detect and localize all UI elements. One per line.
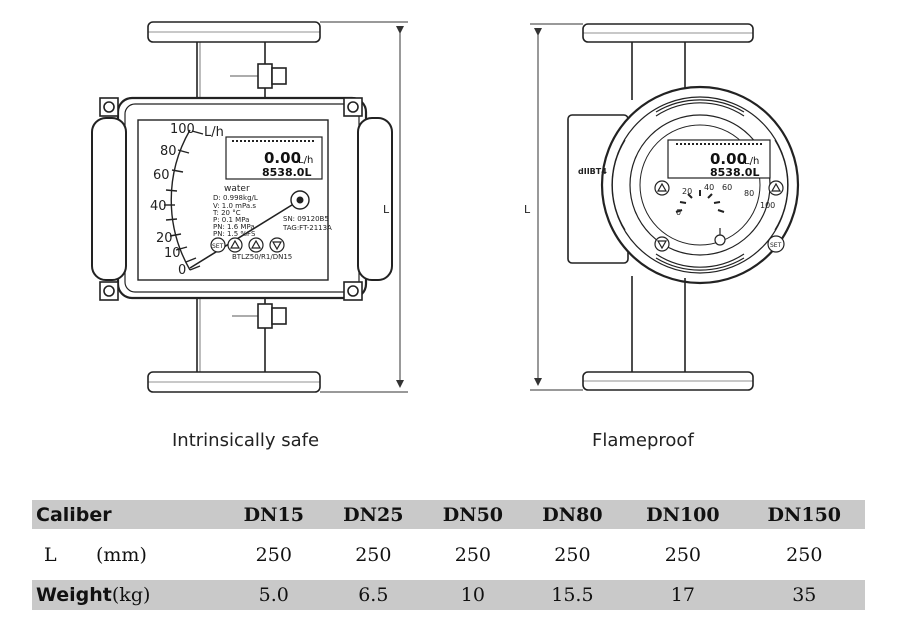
column-header: DN15 [243, 503, 304, 526]
left-pointer [189, 190, 310, 269]
left-tick-label: 60 [153, 168, 170, 183]
right-lcd-value: 0.00 [710, 150, 747, 168]
left-tick-label: 100 [170, 122, 195, 137]
left-tick-label: 80 [160, 144, 177, 159]
right-side-label: dIIBT4 [578, 167, 607, 176]
left-spec-line: PN: 1.5 %FS [213, 230, 256, 238]
right-tick-label: 0 [676, 208, 681, 217]
right-set-label: SET [770, 242, 782, 249]
table-cell: 250 [454, 543, 491, 566]
column-header: DN80 [542, 503, 603, 526]
left-lcd-total: 8538.0L [262, 166, 311, 179]
length-unit: (mm) [96, 543, 147, 566]
right-tick-label: 80 [744, 189, 754, 198]
right-tick-label: 20 [682, 187, 692, 196]
table-cell: 15.5 [551, 584, 594, 606]
left-tick-label: 40 [150, 199, 167, 214]
left-medium: water [224, 184, 250, 194]
left-dimension-label: L [383, 203, 390, 216]
left-lcd-value: 0.00 [264, 149, 301, 167]
table-cell: 250 [664, 543, 701, 566]
left-tag: TAG:FT-2113A [282, 224, 332, 232]
left-buttons: SET [210, 237, 285, 253]
column-header: DN50 [442, 503, 504, 526]
table-cell: 10 [460, 584, 485, 606]
left-model: BTLZ50/R1/DN15 [232, 253, 292, 261]
left-lcd-unit: L/h [298, 155, 313, 166]
table-header-row: Caliber DN15 DN25 DN50 DN80 DN100 DN150 [32, 500, 865, 529]
table-cell: 5.0 [258, 584, 289, 606]
technical-drawings: 100 80 60 40 20 10 0 L/h 0.00 L/h 8538.0… [91, 21, 800, 393]
right-tick-label: 100 [760, 201, 775, 210]
right-buttons: SET [654, 180, 785, 253]
header-label-cell: Caliber [32, 500, 224, 529]
right-dimension-label: L [524, 203, 531, 216]
column-header: DN100 [646, 503, 720, 526]
left-spec-text: water D: 0.998kg/L V: 1.0 mPa.s T: 20 °C… [212, 184, 332, 261]
caliber-label: Caliber [36, 503, 112, 526]
caption-flameproof: Flameproof [592, 430, 694, 451]
left-scale-unit: L/h [204, 125, 224, 140]
weight-unit: (kg) [111, 584, 151, 606]
right-meter-drawing [567, 23, 800, 391]
left-scale-ticks [164, 130, 204, 271]
caption-intrinsically-safe: Intrinsically safe [172, 430, 320, 451]
table-cell: 250 [355, 543, 392, 566]
left-scale-labels: 100 80 60 40 20 10 0 L/h [150, 122, 224, 278]
left-lcd-display: 0.00 L/h 8538.0L [225, 136, 323, 180]
table-cell: 250 [786, 543, 823, 566]
table-cell: 250 [255, 543, 292, 566]
column-header: DN150 [767, 503, 842, 526]
left-spec-line: T: 20 °C [212, 209, 241, 217]
column-header: DN25 [343, 503, 404, 526]
right-lcd-display: 0.00 L/h 8538.0L [667, 139, 771, 179]
right-lcd-unit: L/h [744, 156, 759, 167]
table-cell: 17 [670, 584, 695, 606]
table-row-length: L (mm) 250 250 250 250 250 250 [32, 529, 865, 580]
left-serial: SN: 09120B5 [283, 215, 329, 223]
left-spec-line: PN: 1.6 MPa [213, 223, 255, 231]
right-tick-label: 40 [704, 183, 714, 192]
left-set-label: SET [212, 243, 224, 250]
right-tick-label: 60 [722, 183, 732, 192]
table-cell: 6.5 [358, 584, 389, 606]
left-dimension [320, 21, 408, 393]
length-label: L [44, 543, 57, 566]
left-spec-line: P: 0.1 MPa [213, 216, 249, 224]
length-label-cell: L (mm) [32, 529, 224, 580]
right-lcd-total: 8538.0L [710, 166, 759, 179]
table-row-weight: Weight(kg) 5.0 6.5 10 15.5 17 35 [32, 580, 865, 610]
weight-label: Weight [36, 584, 112, 606]
right-dimension [530, 23, 583, 391]
right-scale-labels: 0 20 40 60 80 100 [676, 183, 775, 217]
table-cell: 35 [792, 584, 817, 606]
right-ring-segments [611, 99, 789, 271]
left-tick-label: 10 [164, 246, 181, 261]
table-cell: 250 [554, 543, 591, 566]
weight-label-cell: Weight(kg) [32, 580, 224, 610]
left-tick-label: 0 [178, 263, 186, 278]
spec-table: Caliber DN15 DN25 DN50 DN80 DN100 DN150 … [32, 500, 865, 610]
left-spec-line: D: 0.998kg/L [213, 194, 258, 202]
right-scale-ticks [675, 190, 725, 213]
left-tick-label: 20 [156, 231, 173, 246]
left-spec-line: V: 1.0 mPa.s [213, 202, 256, 210]
